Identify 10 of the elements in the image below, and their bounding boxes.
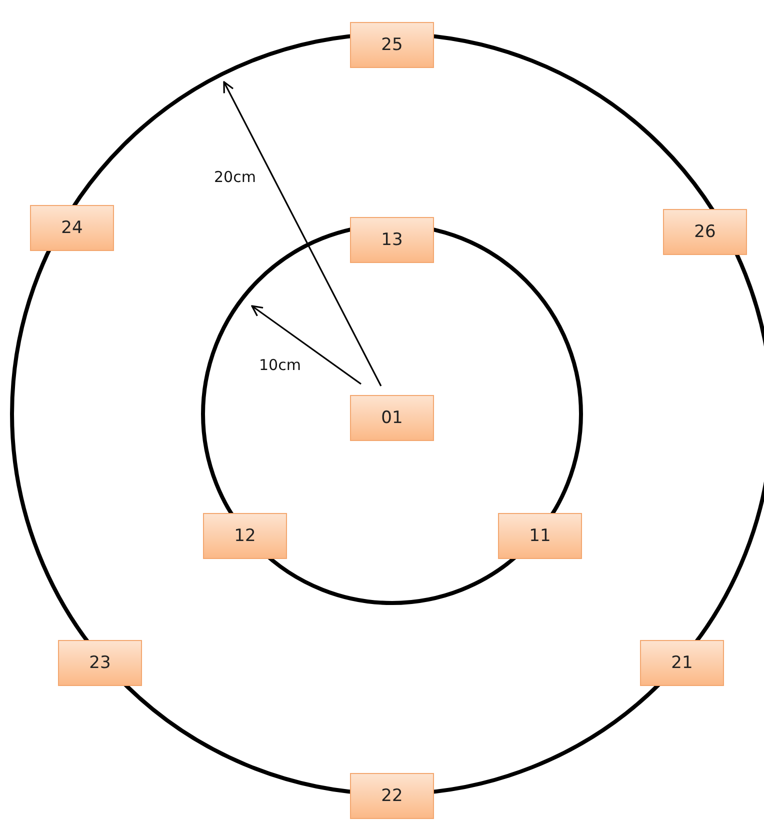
number-box: 26 <box>663 209 747 255</box>
number-box: 12 <box>203 513 287 559</box>
number-box: 13 <box>350 217 434 263</box>
number-box: 23 <box>58 640 142 686</box>
number-box: 24 <box>30 205 114 251</box>
number-box: 21 <box>640 640 724 686</box>
number-box: 11 <box>498 513 582 559</box>
number-box: 01 <box>350 395 434 441</box>
number-box: 22 <box>350 773 434 819</box>
number-box: 25 <box>350 22 434 68</box>
